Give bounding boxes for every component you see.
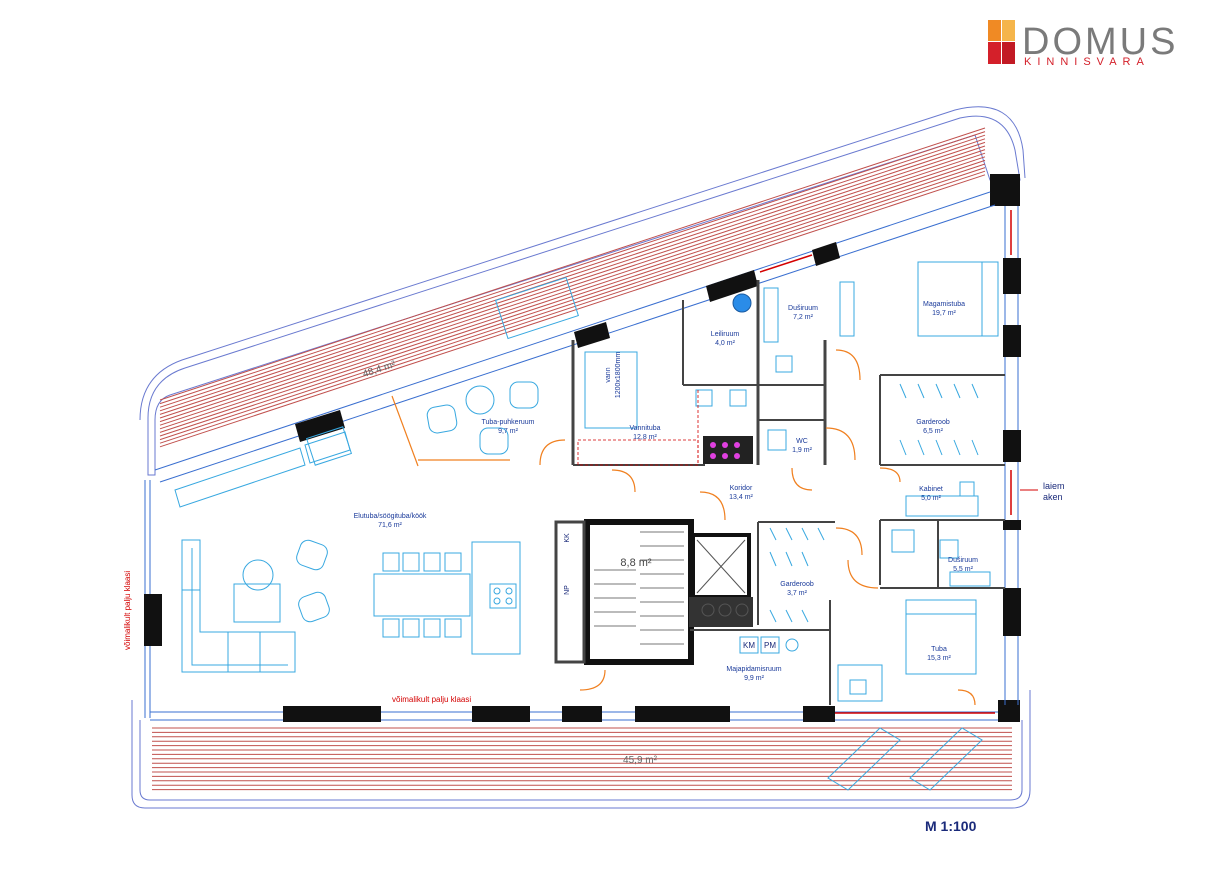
room-area-koridor: 13,4 m² (729, 494, 753, 501)
deck-plank (159, 127, 986, 401)
south-terrace: 45,9 m² (131, 690, 1031, 809)
building-walls (144, 174, 1021, 722)
deck-plank (159, 138, 986, 412)
room-name-kabinet: Kabinet (919, 486, 943, 493)
dryer-label: PM (764, 641, 776, 650)
south-terrace-area: 45,9 m² (623, 755, 658, 766)
elevator (696, 539, 746, 594)
room-name-magamistuba: Magamistuba (923, 301, 965, 308)
deck-plank (159, 170, 986, 444)
room-area-kabinet: 5,0 m² (921, 495, 942, 502)
room-name-dusiruum1: Duširuum (788, 305, 818, 312)
bathtub-label-1: vann (605, 367, 612, 382)
glass-note-horizontal: võimalikult palju klaasi (392, 695, 471, 704)
scale-label: M 1:100 (925, 818, 977, 834)
room-area-wc: 1,9 m² (792, 447, 813, 454)
deck-plank (159, 152, 986, 426)
logo-subtitle: KINNISVARA (1024, 56, 1150, 68)
stair-area: 8,8 m² (620, 557, 652, 569)
interior-walls (554, 280, 1005, 705)
room-area-puhkeruum: 9,7 m² (498, 428, 519, 435)
room-name-tuba: Tuba (931, 646, 947, 653)
room-name-majapidamisruum: Majapidamisruum (726, 666, 781, 673)
room-area-majapidamisruum: 9,9 m² (744, 675, 765, 682)
room-name-koridor: Koridor (730, 485, 753, 492)
deck-plank (159, 141, 986, 415)
logo-word: DOMUS (1022, 21, 1178, 63)
room-name-elutuba: Elutuba/söögituba/köök (354, 513, 427, 520)
room-area-leiliruum: 4,0 m² (715, 340, 736, 347)
wider-window-note-1: laiem (1043, 481, 1065, 491)
room-name-leiliruum: Leiliruum (711, 331, 740, 338)
room-labels: Elutuba/söögituba/köök 71,6 m² Tuba-puhker… (354, 301, 979, 682)
deck-plank (159, 163, 986, 437)
glass-note-vertical: võimalikult palju klaasi (123, 571, 132, 650)
washer-label: KM (743, 641, 755, 650)
doors (391, 349, 976, 706)
domus-logo: DOMUS KINNISVARA (988, 20, 1178, 68)
room-name-garderoob2: Garderoob (780, 581, 814, 588)
room-area-dusiruum2: 5,5 m² (953, 566, 974, 573)
room-area-elutuba: 71,6 m² (378, 522, 402, 529)
room-name-wc: WC (796, 438, 808, 445)
room-area-dusiruum1: 7,2 m² (793, 314, 814, 321)
room-area-garderoob2: 3,7 m² (787, 590, 808, 597)
room-area-vannituba: 12,8 m² (633, 434, 657, 441)
dishwasher-label: NP (564, 585, 571, 595)
wider-window-note-2: aken (1043, 492, 1063, 502)
deck-plank (159, 167, 986, 441)
room-name-vannituba: Vannituba (629, 425, 660, 432)
furniture (181, 261, 999, 702)
north-terrace-area: 48,4 m² (361, 359, 397, 380)
deck-plank (159, 174, 986, 448)
room-name-puhkeruum: Tuba-puhkeruum (481, 419, 534, 426)
staircase (594, 531, 684, 645)
room-area-garderoob1: 6,5 m² (923, 428, 944, 435)
deck-plank (159, 149, 986, 423)
deck-plank (159, 156, 986, 430)
room-area-magamistuba: 19,7 m² (932, 310, 956, 317)
north-terrace: 48,4 m² (139, 106, 1026, 476)
fridge-label: KK (564, 533, 571, 543)
deck-plank (159, 145, 986, 419)
room-name-dusiruum2: Duširuum (948, 557, 978, 564)
deck-plank (159, 134, 986, 408)
room-area-tuba: 15,3 m² (927, 655, 951, 662)
bathtub-label-2: 1200x1800mm (615, 352, 622, 398)
room-name-garderoob1: Garderoob (916, 419, 950, 426)
deck-plank (159, 131, 986, 405)
